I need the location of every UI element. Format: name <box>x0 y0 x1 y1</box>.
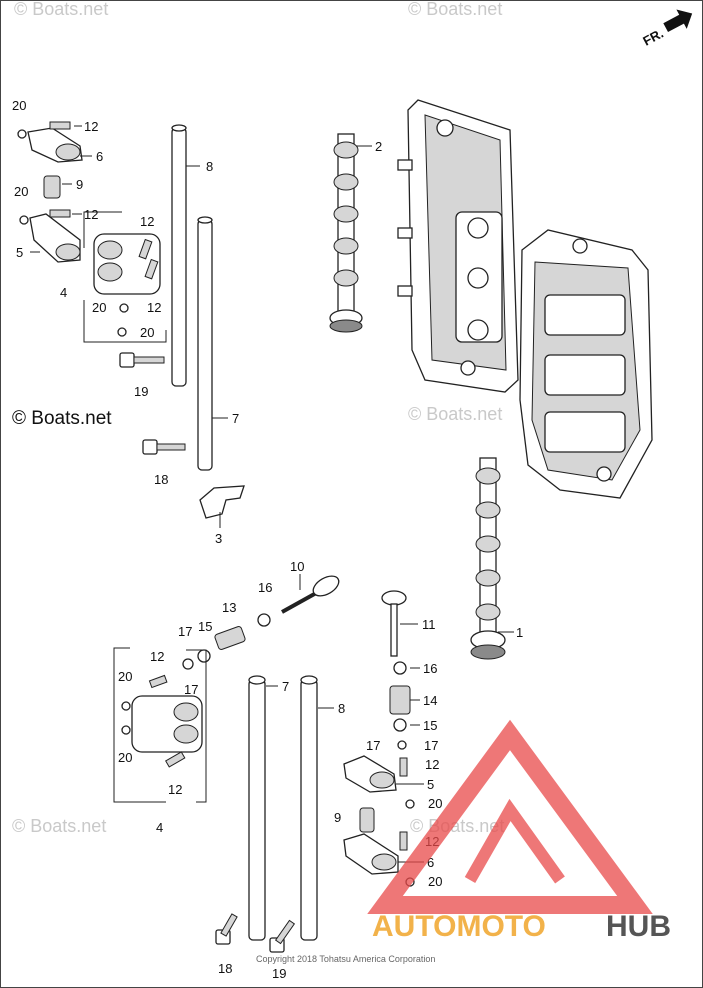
bracket <box>199 485 245 519</box>
callout-label: 20 <box>12 98 26 113</box>
callout-label: 12 <box>140 214 154 229</box>
callout-label: 2 <box>375 139 382 154</box>
callout-label: 3 <box>215 531 222 546</box>
cylinder-head-upper <box>397 99 519 393</box>
callout-label: 8 <box>338 701 345 716</box>
watermark: © Boats.net <box>14 0 108 19</box>
rocker-shaft-8-upper <box>171 124 187 387</box>
callout-label: 17 <box>184 682 198 697</box>
rocker-arm-assembly-upper <box>83 211 167 343</box>
watermark: © Boats.net <box>12 816 106 836</box>
callout-label: 12 <box>84 207 98 222</box>
callout-label: 12 <box>168 782 182 797</box>
callout-label: 12 <box>425 757 439 772</box>
cylinder-head-lower <box>519 229 653 499</box>
callout-label: 17 <box>178 624 192 639</box>
brand-logo: AUTOMOTO HUB <box>367 719 671 943</box>
callout-label: 9 <box>76 177 83 192</box>
callout-label: 6 <box>96 149 103 164</box>
callout-label: 14 <box>423 693 437 708</box>
spring-14 <box>389 685 411 715</box>
spring-9-lower <box>359 807 375 833</box>
callout-label: 16 <box>423 661 437 676</box>
valve-10 <box>281 575 340 614</box>
callout-label: 12 <box>147 300 161 315</box>
rocker-shaft-7-upper <box>197 216 213 471</box>
rocker-shaft-8-lower <box>300 675 318 941</box>
rocker-arm-assembly-lower <box>113 647 207 803</box>
callout-label: 17 <box>424 738 438 753</box>
rocker-arm-6-upper <box>27 127 83 163</box>
callout-label: 11 <box>422 617 436 632</box>
callout-label: 9 <box>334 810 341 825</box>
callout-label: 5 <box>16 245 23 260</box>
leader-lines <box>30 125 514 863</box>
callout-label: 6 <box>427 855 434 870</box>
copyright-text: Copyright 2018 Tohatsu America Corporati… <box>256 954 435 964</box>
callout-label: 20 <box>140 325 154 340</box>
callout-label: 18 <box>218 961 232 976</box>
callout-label: 20 <box>118 669 132 684</box>
spring-9-upper <box>43 175 61 199</box>
keeper-17-upper <box>182 658 194 670</box>
callout-label: 20 <box>14 184 28 199</box>
callout-label: 20 <box>428 874 442 889</box>
callout-label: 19 <box>272 966 286 981</box>
arrow-icon <box>663 9 693 33</box>
callout-label: 20 <box>428 796 442 811</box>
watermark: © Boats.net <box>12 408 112 429</box>
camshaft-lower <box>470 457 506 660</box>
callout-label: 4 <box>60 285 67 300</box>
camshaft-upper <box>329 133 363 333</box>
brand-left: AUTOMOTO <box>372 910 546 943</box>
seal-16-lower <box>393 661 407 675</box>
callout-label: 17 <box>366 738 380 753</box>
keeper-17-lower <box>397 740 407 750</box>
callout-label: 19 <box>134 384 148 399</box>
watermark: © Boats.net <box>408 0 502 19</box>
retainer-15-lower <box>393 718 407 732</box>
callout-label: 12 <box>150 649 164 664</box>
callout-label: 16 <box>258 580 272 595</box>
callout-label: 18 <box>154 472 168 487</box>
callout-label: 5 <box>427 777 434 792</box>
bolt-19-upper <box>119 352 165 368</box>
valve-11 <box>381 590 407 657</box>
rocker-shaft-7-lower <box>248 675 266 941</box>
bolt-18-lower <box>215 913 238 945</box>
brand-right: HUB <box>606 910 671 943</box>
callout-label: 12 <box>84 119 98 134</box>
callout-label: 20 <box>118 750 132 765</box>
callout-label: 7 <box>232 411 239 426</box>
callout-label: 15 <box>198 619 212 634</box>
callout-label: 1 <box>516 625 523 640</box>
direction-label: FR. <box>640 26 666 49</box>
rocker-arm-5-upper <box>29 213 81 263</box>
retainer-15-upper <box>197 649 211 663</box>
callout-label: 7 <box>282 679 289 694</box>
seal-16-upper <box>257 613 271 627</box>
spring-13 <box>214 626 246 650</box>
watermark: © Boats.net <box>408 404 502 424</box>
rocker-arm-5-lower <box>343 755 397 793</box>
callout-label: 13 <box>222 600 236 615</box>
callout-label: 15 <box>423 718 437 733</box>
rocker-arm-6-lower <box>343 833 399 875</box>
callout-label: 10 <box>290 559 304 574</box>
callout-label: 8 <box>206 159 213 174</box>
callout-label: 20 <box>92 300 106 315</box>
logo-triangle-icon <box>367 719 653 914</box>
bolt-19-lower <box>269 919 296 953</box>
bolt-18-upper <box>142 439 186 455</box>
front-direction-arrow: FR. <box>640 9 693 49</box>
callout-label: 4 <box>156 820 163 835</box>
